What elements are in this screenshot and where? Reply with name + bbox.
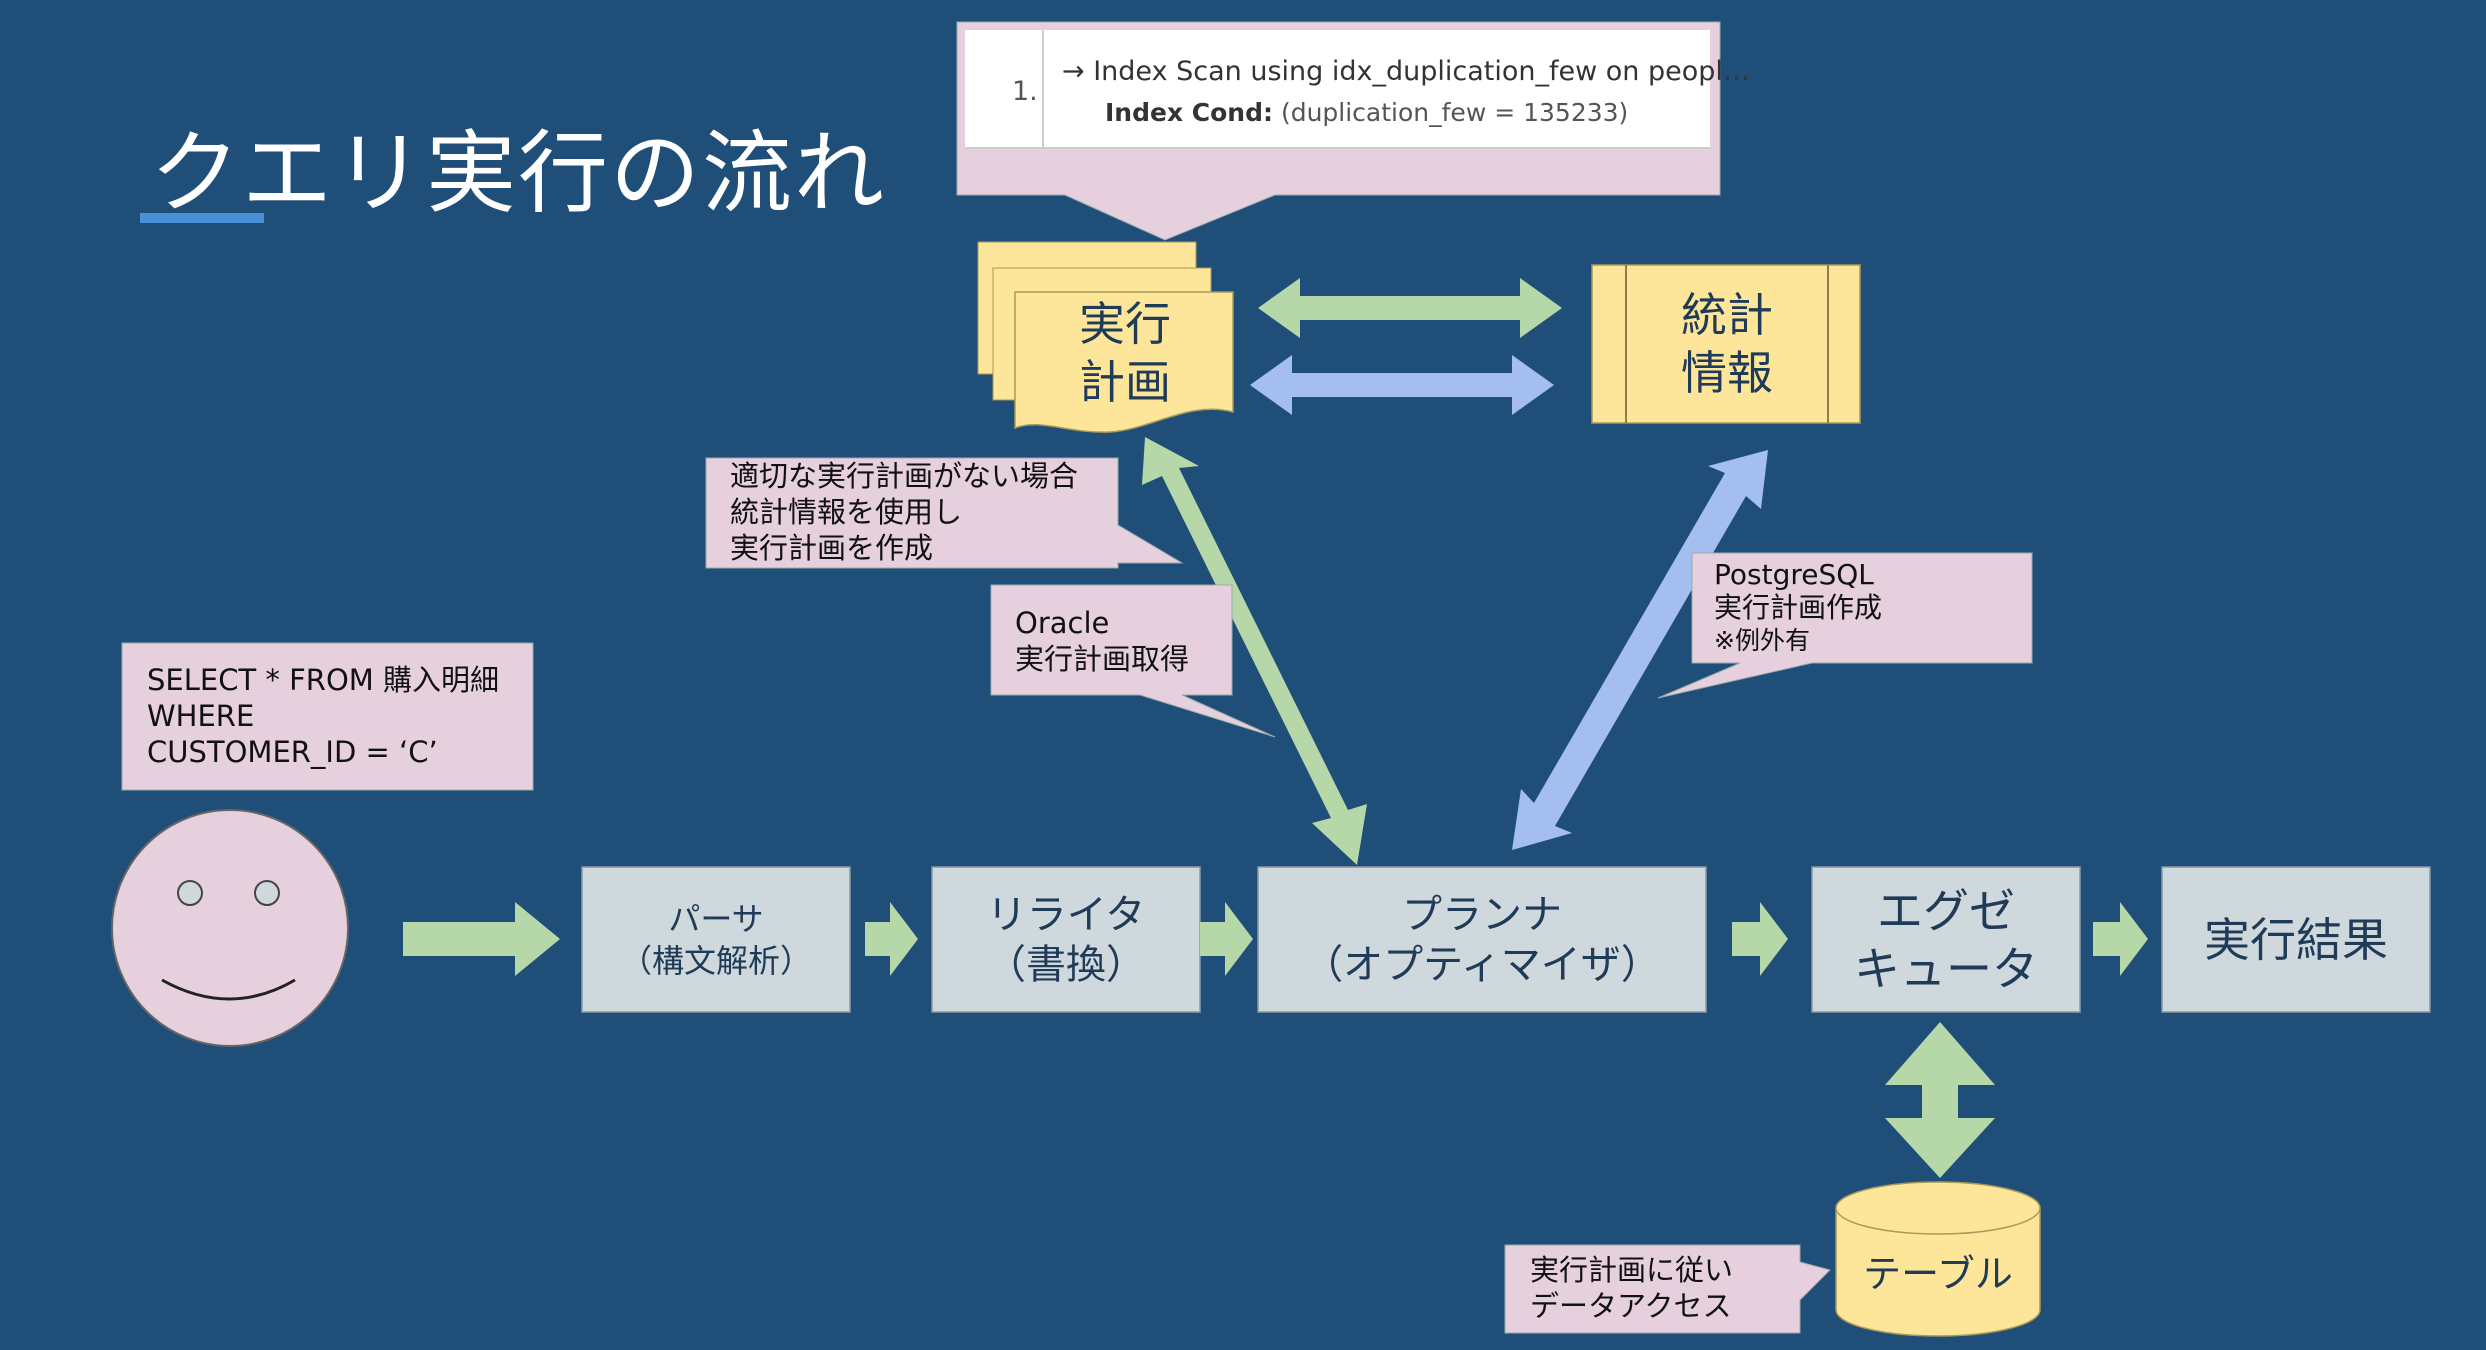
index-cond-value: (duplication_few = 135233) — [1280, 98, 1629, 127]
database-cylinder-icon — [1835, 1181, 2041, 1337]
page-title: クエリ実行の流れ — [150, 121, 886, 226]
executor-line1: エグゼ — [1877, 883, 2015, 938]
executor-label: エグゼ キュータ — [1812, 867, 2080, 1012]
rewriter-line1: リライタ — [986, 891, 1146, 938]
planner-line1: プランナ — [1402, 891, 1562, 938]
arrow-right-icon: → — [1062, 56, 1085, 87]
rewriter-line2: （書換） — [986, 941, 1146, 988]
callout-no-plan-shape — [705, 457, 1184, 569]
plan-row-text: → Index Scan using idx_duplication_few o… — [1062, 56, 1750, 87]
callout-oracle-shape — [990, 584, 1276, 738]
callout-postgres: PostgreSQL 実行計画作成 ※例外有 — [1714, 558, 1882, 657]
callout-table-access-shape — [1504, 1244, 1831, 1334]
callout-postgres-line: PostgreSQL — [1714, 558, 1874, 591]
statistics-label: 統計 情報 — [1626, 288, 1828, 400]
green-double-arrow — [1258, 278, 1562, 338]
arrow-executor-table — [1885, 1022, 1995, 1178]
callout-sql-line: CUSTOMER_ID = ‘C’ — [147, 735, 438, 769]
index-cond-label: Index Cond: — [1105, 98, 1273, 127]
arrow-planner-executor — [1732, 902, 1788, 976]
exec-plan-label: 実行 計画 — [1030, 297, 1220, 409]
parser-label: パーサ （構文解析） — [582, 867, 850, 1012]
callout-postgres-line: 実行計画作成 — [1714, 591, 1883, 624]
planner-line2: （オプティマイザ） — [1303, 941, 1661, 988]
exec-plan-line2: 計画 — [1079, 355, 1171, 409]
arrow-executor-result — [2093, 902, 2148, 976]
callout-table-access-line: データアクセス — [1530, 1289, 1732, 1323]
result-box — [2161, 866, 2431, 1013]
title-underline — [140, 213, 264, 223]
planner-label: プランナ （オプティマイザ） — [1258, 867, 1706, 1012]
callout-sql-line: WHERE — [147, 699, 255, 733]
plan-popup-callout — [956, 21, 1721, 241]
parser-box — [581, 866, 851, 1013]
parser-line2: （構文解析） — [619, 941, 812, 980]
statistics-box — [1591, 264, 1861, 424]
callout-no-plan-line: 実行計画を作成 — [730, 531, 934, 565]
executor-line2: キュータ — [1854, 941, 2038, 996]
callout-sql: SELECT * FROM 購入明細 WHERE CUSTOMER_ID = ‘… — [147, 662, 499, 770]
result-label: 実行結果 — [2204, 912, 2388, 967]
blue-diagonal-arrow — [1512, 450, 1768, 850]
arrow-rewriter-planner — [1200, 902, 1253, 976]
callout-sql-line: SELECT * FROM 購入明細 — [147, 663, 500, 697]
arrow-user-parser — [403, 902, 560, 976]
callout-postgres-shape — [1657, 552, 2033, 699]
parser-line1: パーサ — [668, 899, 764, 938]
callout-no-plan-line: 統計情報を使用し — [730, 495, 963, 529]
smiley-face-icon — [111, 809, 349, 1047]
plan-document-stack-icon — [977, 241, 1234, 433]
callout-oracle-line: 実行計画取得 — [1015, 642, 1190, 676]
plan-row-condition: Index Cond: (duplication_few = 135233) — [1105, 98, 1628, 127]
callout-no-plan: 適切な実行計画がない場合 統計情報を使用し 実行計画を作成 — [730, 458, 1078, 566]
table-label: テーブル — [1863, 1251, 2013, 1296]
statistics-line1: 統計 — [1681, 288, 1773, 342]
callout-table-access: 実行計画に従い データアクセス — [1530, 1252, 1733, 1324]
callout-no-plan-line: 適切な実行計画がない場合 — [730, 459, 1079, 493]
callout-oracle-line: Oracle — [1015, 606, 1110, 640]
rewriter-label: リライタ （書換） — [932, 867, 1200, 1012]
callout-postgres-line: ※例外有 — [1714, 626, 1810, 655]
plan-row-line1: Index Scan using idx_duplication_few on … — [1093, 56, 1750, 87]
executor-box — [1811, 866, 2081, 1013]
planner-box — [1257, 866, 1707, 1013]
statistics-line2: 情報 — [1681, 346, 1773, 400]
callout-oracle: Oracle 実行計画取得 — [1015, 605, 1189, 677]
rewriter-box — [931, 866, 1201, 1013]
callout-table-access-line: 実行計画に従い — [1530, 1253, 1734, 1287]
green-diagonal-arrow — [1142, 437, 1367, 865]
plan-row-number: 1. — [1012, 76, 1038, 107]
callout-sql-shape — [121, 642, 534, 791]
blue-double-arrow — [1250, 355, 1554, 415]
arrow-parser-rewriter — [865, 902, 918, 976]
exec-plan-line1: 実行 — [1079, 297, 1171, 351]
